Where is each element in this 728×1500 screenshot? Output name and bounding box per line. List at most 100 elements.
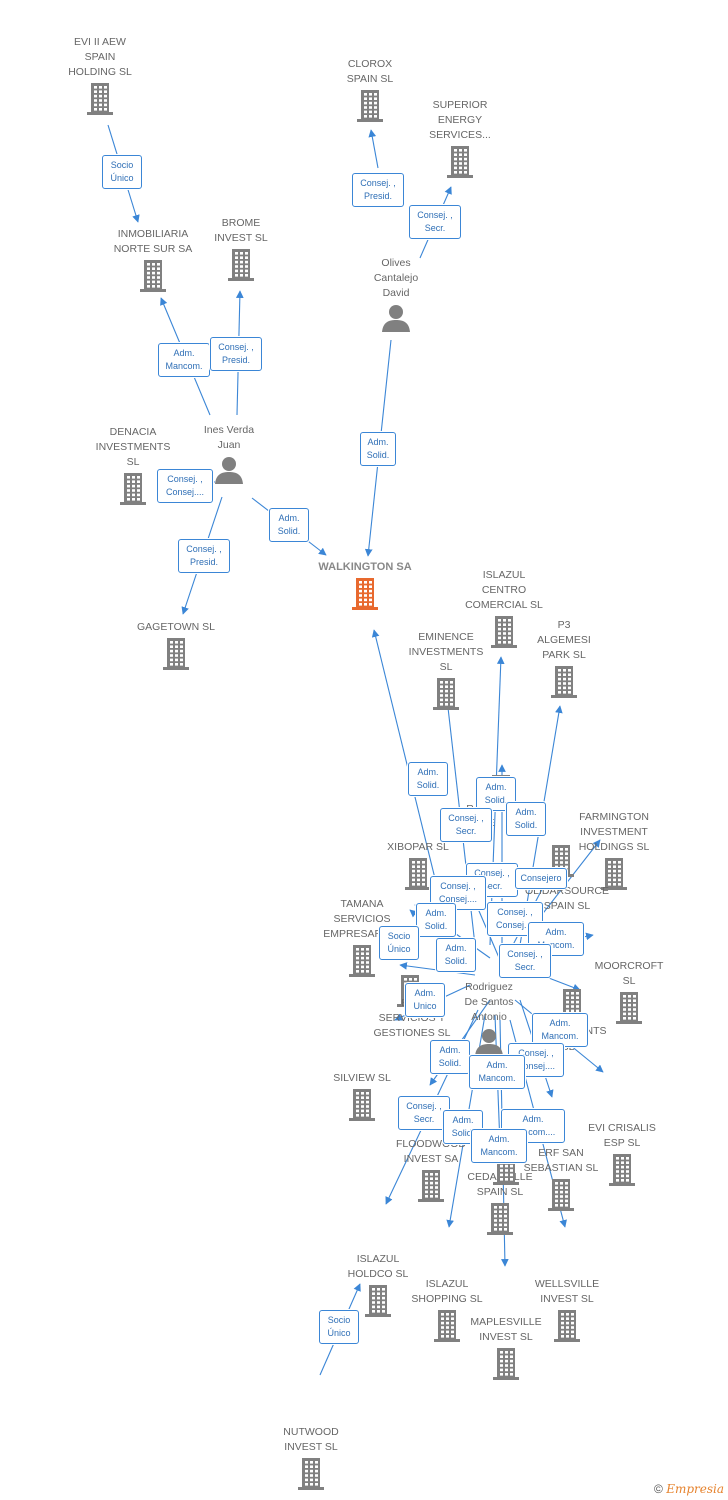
node-superior[interactable]: SUPERIOR ENERGY SERVICES... xyxy=(400,98,520,184)
building-icon xyxy=(302,1088,422,1127)
person-icon xyxy=(429,1027,549,1062)
node-label: DENACIA INVESTMENTS SL xyxy=(95,426,171,468)
building-icon xyxy=(387,1309,507,1348)
node-farmington[interactable]: FARMINGTON INVESTMENT HOLDINGS SL xyxy=(554,810,674,896)
relationship-label[interactable]: Consej. , Presid. xyxy=(178,539,230,573)
node-label: INMOBILIARIA NORTE SUR SA xyxy=(113,228,193,255)
node-rodriguez[interactable]: Rodriguez De Santos Antonio xyxy=(429,980,549,1062)
node-evi-crisalis[interactable]: EVI CRISALIS ESP SL xyxy=(562,1121,682,1192)
person-icon xyxy=(336,303,456,338)
node-label: ISLAZUL HOLDCO SL xyxy=(347,1253,409,1280)
relationship-label[interactable]: Consej. , Secr. xyxy=(398,1096,450,1130)
node-olives[interactable]: Olives Cantalejo David xyxy=(336,256,456,338)
building-icon xyxy=(371,1169,491,1208)
relationship-label[interactable]: Consej. , Consej.... xyxy=(157,469,213,503)
relationship-label[interactable]: Socio Único xyxy=(319,1310,359,1344)
relationship-label[interactable]: Consej. , Presid. xyxy=(210,337,262,371)
relationship-label[interactable]: Adm. Solid. xyxy=(436,938,476,972)
node-label: GAGETOWN SL xyxy=(137,621,215,633)
building-icon xyxy=(554,857,674,896)
relationship-label[interactable]: Adm. Unico xyxy=(405,983,445,1017)
node-wellsville[interactable]: WELLSVILLE INVEST SL xyxy=(507,1277,627,1348)
node-label: MAPLESVILLE INVEST SL xyxy=(470,1316,542,1343)
relationship-label[interactable]: Adm. Solid. xyxy=(506,802,546,836)
building-icon xyxy=(400,145,520,184)
node-silview[interactable]: SILVIEW SL xyxy=(302,1071,422,1127)
relationship-label[interactable]: Socio Único xyxy=(102,155,142,189)
relationship-label[interactable]: Adm. Mancom. xyxy=(469,1055,525,1089)
building-icon xyxy=(181,248,301,287)
node-moorcroft[interactable]: MOORCROFT SL xyxy=(569,959,689,1030)
relationship-label[interactable]: Consej. , Consej.... xyxy=(487,902,543,936)
relationship-label[interactable]: Adm. Mancom. xyxy=(471,1129,527,1163)
building-icon xyxy=(569,991,689,1030)
node-label: CLOROX SPAIN SL xyxy=(346,58,394,85)
relationship-label[interactable]: Consejero xyxy=(515,868,567,889)
building-icon xyxy=(446,1347,566,1386)
brand-logo[interactable]: Empresia xyxy=(666,1482,724,1496)
node-eminence[interactable]: EMINENCE INVESTMENTS SL xyxy=(386,630,506,716)
node-islazul-shopping[interactable]: ISLAZUL SHOPPING SL xyxy=(387,1277,507,1348)
node-label: Rodriguez De Santos Antonio xyxy=(464,981,514,1023)
node-label: NUTWOOD INVEST SL xyxy=(283,1426,339,1453)
building-icon xyxy=(93,259,213,298)
node-p3[interactable]: P3 ALGEMESI PARK SL xyxy=(504,618,624,704)
footer: © Empresia xyxy=(654,1482,724,1496)
node-label: P3 ALGEMESI PARK SL xyxy=(537,619,591,661)
node-inmob[interactable]: INMOBILIARIA NORTE SUR SA xyxy=(93,227,213,298)
node-label: EVI II AEW SPAIN HOLDING SL xyxy=(68,36,132,78)
node-label: BROME INVEST SL xyxy=(214,217,268,244)
building-icon xyxy=(440,1202,560,1241)
relationship-label[interactable]: Consej. , Secr. xyxy=(409,205,461,239)
building-icon xyxy=(444,615,564,654)
building-icon xyxy=(386,677,506,716)
node-evi-aew[interactable]: EVI II AEW SPAIN HOLDING SL xyxy=(40,35,160,121)
node-label: ERF SAN SEBASTIAN SL xyxy=(523,1147,599,1174)
node-nutwood[interactable]: NUTWOOD INVEST SL xyxy=(251,1425,371,1496)
building-icon xyxy=(251,1457,371,1496)
relationship-label[interactable]: Adm. Solid. xyxy=(443,1110,483,1144)
node-islazul-centro[interactable]: ISLAZUL CENTRO COMERCIAL SL xyxy=(444,568,564,654)
node-label: XIBOPAR SL xyxy=(387,841,449,853)
node-brome[interactable]: BROME INVEST SL xyxy=(181,216,301,287)
node-label: MOORCROFT SL xyxy=(594,960,664,987)
building-icon xyxy=(507,1309,627,1348)
building-icon xyxy=(310,89,430,128)
node-erf[interactable]: ERF SAN SEBASTIAN SL xyxy=(501,1146,621,1217)
node-islazul-holdco[interactable]: ISLAZUL HOLDCO SL xyxy=(318,1252,438,1323)
building-icon xyxy=(302,944,422,983)
node-label: ISLAZUL SHOPPING SL xyxy=(411,1278,483,1305)
relationship-label[interactable]: Adm. Mancom. xyxy=(158,343,210,377)
node-label: FLOODWOOD INVEST SA xyxy=(396,1138,466,1165)
relationship-label[interactable]: Consej. , Secr. xyxy=(499,944,551,978)
copyright-symbol: © xyxy=(654,1482,663,1496)
building-icon xyxy=(504,665,624,704)
relationship-label[interactable]: Adm. Solid. xyxy=(416,903,456,937)
node-walkington[interactable]: WALKINGTON SA xyxy=(305,560,425,616)
node-label: FARMINGTON INVESTMENT HOLDINGS SL xyxy=(578,811,650,853)
building-icon xyxy=(116,637,236,676)
relationship-label[interactable]: Consej. , Consej.... xyxy=(430,876,486,910)
node-denacia[interactable]: DENACIA INVESTMENTS SL xyxy=(73,425,193,511)
node-xibopar[interactable]: XIBOPAR SL xyxy=(358,840,478,896)
relationship-label[interactable]: Adm. Solid. xyxy=(360,432,396,466)
building-icon xyxy=(73,472,193,511)
node-gagetown[interactable]: GAGETOWN SL xyxy=(116,620,236,676)
relationship-label[interactable]: Adm. Solid. xyxy=(408,762,448,796)
relationship-label[interactable]: Consej. , Presid. xyxy=(352,173,404,207)
node-maplesville[interactable]: MAPLESVILLE INVEST SL xyxy=(446,1315,566,1386)
occluded-text: NTS xyxy=(585,1025,607,1037)
person-icon xyxy=(169,455,289,490)
relationship-label[interactable]: Socio Único xyxy=(379,926,419,960)
relationship-label[interactable]: Adm. Solid. xyxy=(430,1040,470,1074)
node-label: WALKINGTON SA xyxy=(318,561,412,573)
building-icon xyxy=(358,857,478,896)
node-label: ISLAZUL CENTRO COMERCIAL SL xyxy=(465,569,543,611)
node-clorox[interactable]: CLOROX SPAIN SL xyxy=(310,57,430,128)
node-ines[interactable]: Ines Verda Juan xyxy=(169,423,289,490)
relationship-label[interactable]: Adm. Solid. xyxy=(269,508,309,542)
node-floodwood[interactable]: FLOODWOOD INVEST SA xyxy=(371,1137,491,1208)
relationship-label[interactable]: Adm. Mancom. xyxy=(532,1013,588,1047)
relationship-label[interactable]: Consej. , Secr. xyxy=(440,808,492,842)
node-label: WELLSVILLE INVEST SL xyxy=(534,1278,600,1305)
